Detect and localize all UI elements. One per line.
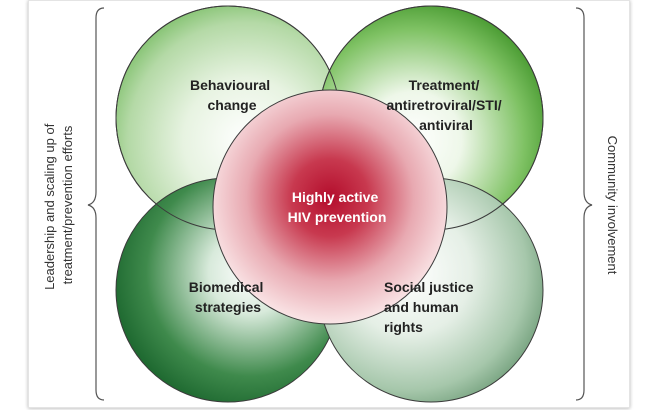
right-bracket bbox=[575, 7, 593, 401]
circle-highly-active-hiv-prevention bbox=[212, 89, 448, 325]
left-bracket-label: Leadership and scaling up of treatment/p… bbox=[42, 120, 75, 290]
treatment-label: Treatment/ antiretroviral/STI/ antiviral bbox=[386, 77, 505, 133]
social-justice-label: Social justice and human rights bbox=[384, 279, 477, 335]
right-bracket-label: Community involvement bbox=[605, 136, 620, 275]
left-bracket bbox=[87, 7, 105, 401]
biomedical-strategies-label: Biomedical strategies bbox=[189, 279, 268, 315]
behavioural-change-label: Behavioural change bbox=[190, 77, 274, 113]
center-label: Highly active HIV prevention bbox=[288, 189, 387, 225]
